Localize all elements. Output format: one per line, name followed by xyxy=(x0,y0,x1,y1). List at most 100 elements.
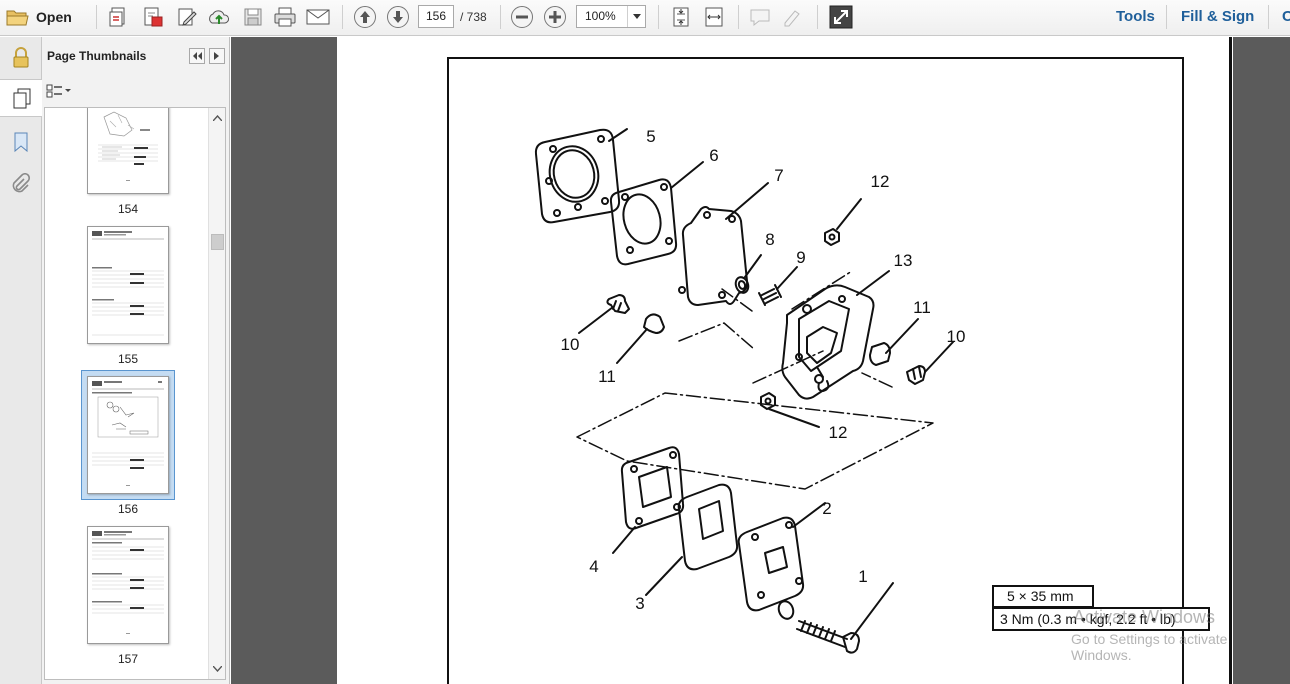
zoom-in-icon xyxy=(544,6,566,28)
thumbnail-label: 154 xyxy=(117,202,139,216)
page-thumbnails-panel: Page Thumbnails xyxy=(42,37,230,684)
spec-torque-box: 3 Nm (0.3 m • kgf, 2.2 ft • lb) xyxy=(992,607,1210,631)
fullscreen-icon xyxy=(829,5,853,29)
navigation-rail xyxy=(0,37,43,684)
callout-10-right: 10 xyxy=(947,327,966,346)
thumbnail-page-154[interactable] xyxy=(87,108,169,194)
thumbnail-page-157[interactable] xyxy=(87,526,169,644)
previous-page-button[interactable] xyxy=(352,4,378,30)
thumbnail-page-155[interactable] xyxy=(87,226,169,344)
page-thumbnails-button[interactable] xyxy=(0,79,43,117)
save-icon xyxy=(244,8,262,26)
folder-icon xyxy=(6,10,29,26)
upload-cloud-icon xyxy=(209,10,229,24)
callout-12-lower: 12 xyxy=(829,423,848,442)
exploded-parts-diagram: 5 6 7 8 9 12 13 11 10 10 11 12 2 4 3 1 xyxy=(534,127,966,654)
scroll-up-arrow[interactable] xyxy=(209,110,225,126)
callout-3: 3 xyxy=(635,594,644,613)
callout-11-left: 11 xyxy=(598,367,616,386)
callout-10-left: 10 xyxy=(561,335,580,354)
activation-watermark-title: Activate Windows xyxy=(1073,607,1216,627)
convert-pdf-icon xyxy=(144,7,163,27)
tools-link[interactable]: Tools xyxy=(1116,8,1155,25)
highlight-button[interactable] xyxy=(780,4,806,30)
comment-button[interactable] xyxy=(747,4,773,30)
chevron-down-icon xyxy=(212,666,222,672)
page-up-icon xyxy=(354,6,376,28)
create-pdf-icon xyxy=(109,7,125,27)
fill-sign-link[interactable]: Fill & Sign xyxy=(1181,8,1255,25)
zoom-select[interactable]: 100% xyxy=(576,5,646,28)
edit-button[interactable] xyxy=(174,4,200,30)
thumbnail-page-156[interactable] xyxy=(87,376,169,494)
callout-8: 8 xyxy=(765,230,774,249)
callout-2: 2 xyxy=(822,499,831,518)
fit-width-icon xyxy=(705,7,723,27)
callout-1: 1 xyxy=(858,567,867,586)
open-label: Open xyxy=(36,9,72,25)
activation-watermark-text: Go to Settings to activate Windows. xyxy=(1071,631,1228,663)
thumbnail-image xyxy=(92,531,164,634)
convert-pdf-button[interactable] xyxy=(140,4,166,30)
zoom-out-icon xyxy=(511,6,533,28)
chevron-right-icon xyxy=(214,52,219,60)
attachment-icon xyxy=(12,173,31,193)
toolbar: Open xyxy=(0,0,1290,36)
thumbnail-label: 155 xyxy=(117,352,139,366)
scrollbar-thumb[interactable] xyxy=(211,234,224,250)
edit-icon xyxy=(178,8,197,26)
callout-12-upper: 12 xyxy=(871,172,890,191)
zoom-out-button[interactable] xyxy=(509,4,535,30)
comment-icon xyxy=(750,9,770,27)
save-button[interactable] xyxy=(240,4,266,30)
create-pdf-button[interactable] xyxy=(106,4,132,30)
print-button[interactable] xyxy=(272,4,298,30)
thumbnail-list[interactable]: 154 155 xyxy=(44,107,226,680)
scroll-down-arrow[interactable] xyxy=(209,661,225,677)
thumbnail-image xyxy=(92,231,164,336)
security-button[interactable] xyxy=(0,39,42,77)
upload-button[interactable] xyxy=(206,4,232,30)
callout-5: 5 xyxy=(646,127,655,146)
chevron-up-icon xyxy=(212,115,222,121)
collapse-panel-button[interactable] xyxy=(189,48,205,64)
thumbnail-image xyxy=(98,111,158,181)
callout-6: 6 xyxy=(709,146,718,165)
panel-title: Page Thumbnails xyxy=(47,49,147,63)
thumbnail-scrollbar[interactable] xyxy=(208,108,225,679)
email-icon xyxy=(306,9,330,25)
spec-size-box: 5 × 35 mm xyxy=(992,585,1094,608)
bookmarks-button[interactable] xyxy=(0,123,42,161)
expand-panel-button[interactable] xyxy=(209,48,225,64)
fit-page-icon xyxy=(673,7,689,27)
fit-page-button[interactable] xyxy=(668,4,694,30)
page-edge xyxy=(1229,37,1232,684)
thumbnail-image xyxy=(92,381,164,486)
page-border xyxy=(447,57,1184,684)
email-button[interactable] xyxy=(304,4,332,30)
page-total: / 738 xyxy=(460,10,487,24)
pages-icon xyxy=(13,88,30,109)
zoom-value: 100% xyxy=(585,9,616,23)
bookmark-icon xyxy=(14,132,28,153)
zoom-in-button[interactable] xyxy=(542,4,568,30)
callout-11-right: 11 xyxy=(913,298,931,317)
fit-width-button[interactable] xyxy=(701,4,727,30)
double-chevron-left-icon xyxy=(193,52,202,60)
page-number-input[interactable]: 156 xyxy=(418,5,454,28)
thumbnail-label: 156 xyxy=(117,502,139,516)
lock-icon xyxy=(13,47,29,68)
attachments-button[interactable] xyxy=(0,165,42,203)
thumbnail-options-button[interactable] xyxy=(46,82,72,100)
fullscreen-button[interactable] xyxy=(827,4,855,30)
callout-7: 7 xyxy=(774,166,783,185)
highlight-icon xyxy=(784,10,800,27)
comment-link[interactable]: C xyxy=(1282,8,1290,25)
chevron-down-icon[interactable] xyxy=(627,6,645,27)
callout-9: 9 xyxy=(796,248,805,267)
next-page-button[interactable] xyxy=(385,4,411,30)
print-icon xyxy=(274,7,296,27)
document-viewport[interactable]: 5 6 7 8 9 12 13 11 10 10 11 12 2 4 3 1 5… xyxy=(231,37,1290,684)
page-down-icon xyxy=(387,6,409,28)
open-button[interactable]: Open xyxy=(6,4,80,30)
